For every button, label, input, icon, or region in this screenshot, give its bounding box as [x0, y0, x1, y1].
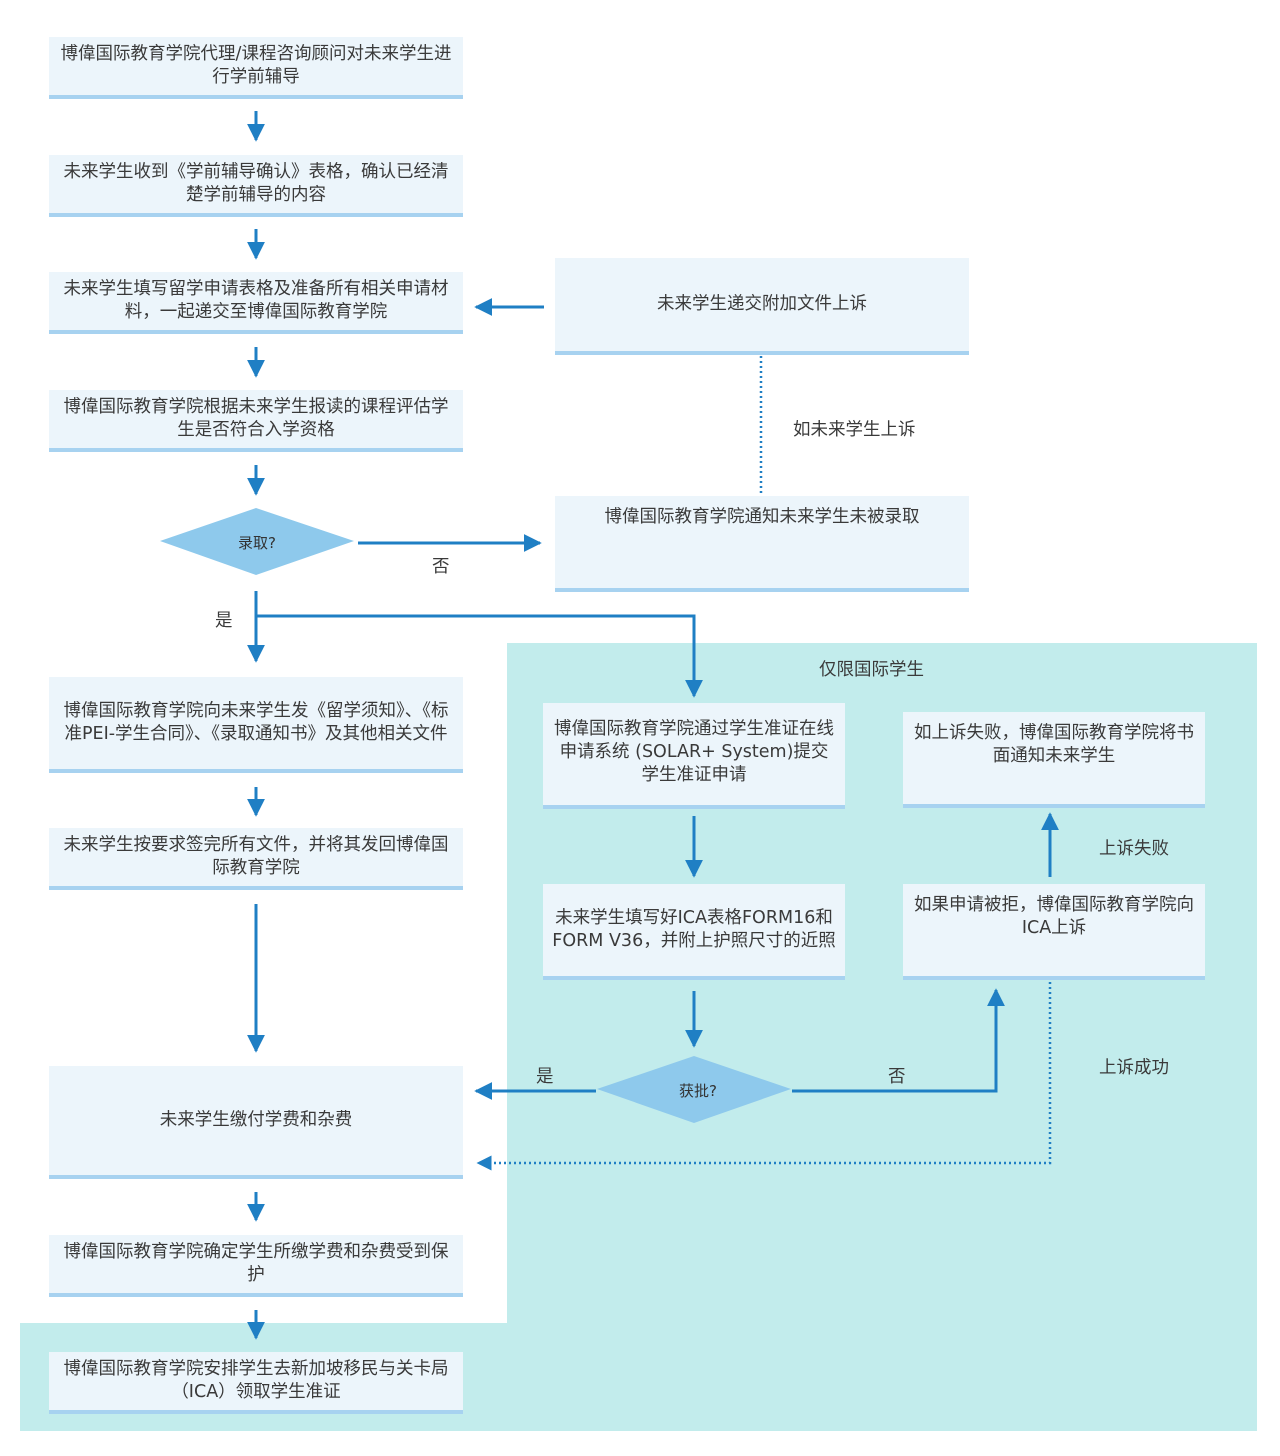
no-label-approve: 否 [888, 1067, 906, 1087]
step6-sign-return: 未来学生按要求签完所有文件，并将其发回博偉国际教育学院 [49, 828, 463, 890]
arrow-approve-no [792, 988, 1005, 1093]
rejected-appeal-box: 如果申请被拒，博偉国际教育学院向ICA上诉 [903, 884, 1205, 980]
international-region-title: 仅限国际学生 [819, 660, 924, 680]
decision-admit-label: 录取? [238, 534, 276, 552]
dotted-appeal-success [476, 982, 1052, 1171]
no-label-admit: 否 [432, 557, 450, 577]
step4-assessment: 博偉国际教育学院根据未来学生报读的课程评估学生是否符合入学资格 [49, 390, 463, 452]
decision-approve-label: 获批? [679, 1082, 717, 1100]
step5-documents: 博偉国际教育学院向未来学生发《留学须知》、《标准PEI-学生合同》、《录取通知书… [49, 677, 463, 773]
ica-form-box: 未来学生填写好ICA表格FORM16和FORM V36，并附上护照尺寸的近照 [543, 884, 845, 980]
reject-notice-box: 博偉国际教育学院通知未来学生未被录取 [555, 496, 969, 592]
solar-application-box: 博偉国际教育学院通过学生准证在线申请系统 (SOLAR+ System)提交学生… [543, 703, 845, 809]
appeal-submit-box: 未来学生递交附加文件上诉 [555, 258, 969, 355]
appeal-fail-label: 上诉失败 [1099, 839, 1169, 859]
decision-admit-diamond [160, 508, 354, 575]
appeal-condition-label: 如未来学生上诉 [793, 420, 916, 440]
appeal-success-label: 上诉成功 [1099, 1058, 1169, 1078]
step2-confirmation: 未来学生收到《学前辅导确认》表格，确认已经清楚学前辅导的内容 [49, 155, 463, 217]
arrow-yes-solar [256, 614, 703, 698]
yes-label-approve: 是 [536, 1067, 554, 1087]
yes-label-admit: 是 [215, 611, 233, 631]
decision-approve-diamond [597, 1056, 791, 1123]
step7-pay-fees: 未来学生缴付学费和杂费 [49, 1066, 463, 1179]
step1-counseling: 博偉国际教育学院代理/课程咨询顾问对未来学生进行学前辅导 [49, 37, 463, 99]
step8-fee-protection: 博偉国际教育学院确定学生所缴学费和杂费受到保护 [49, 1235, 463, 1297]
step9-collect-pass: 博偉国际教育学院安排学生去新加坡移民与关卡局（ICA）领取学生准证 [49, 1352, 463, 1414]
appeal-fail-notice-box: 如上诉失败，博偉国际教育学院将书面通知未来学生 [903, 712, 1205, 808]
step3-application: 未来学生填写留学申请表格及准备所有相关申请材料，一起递交至博偉国际教育学院 [49, 272, 463, 334]
